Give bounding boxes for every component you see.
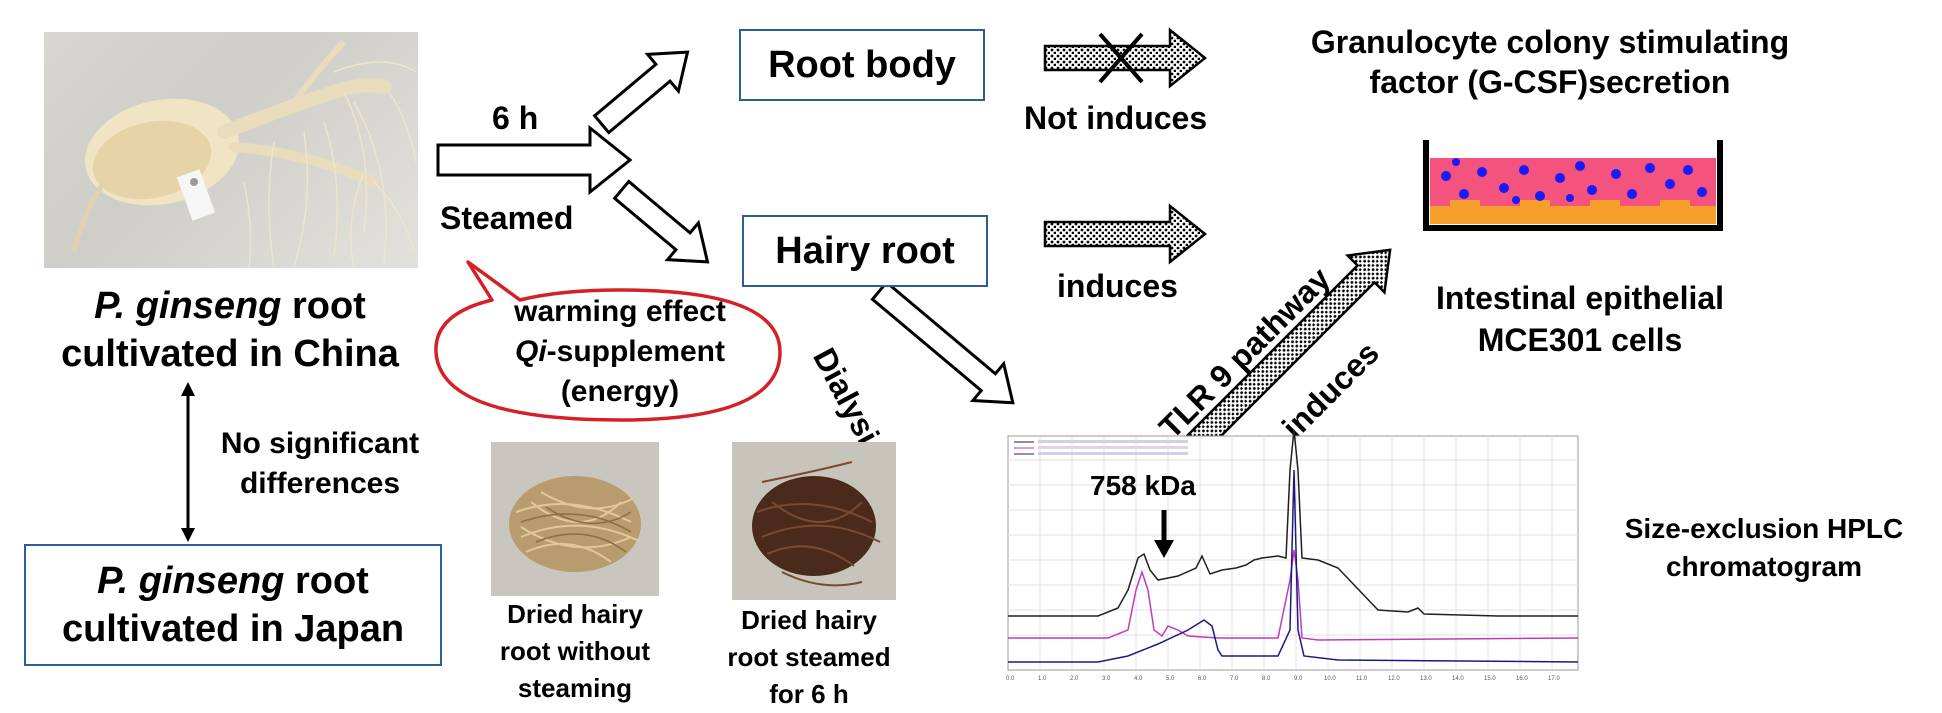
double-arrow-vertical (181, 382, 195, 542)
cells-line2: MCE301 cells (1477, 322, 1683, 358)
dried-steamed-line1: Dried hairy (741, 605, 877, 635)
steamed-label: Steamed (440, 200, 574, 236)
gcsf-label: Granulocyte colony stimulating factor (G… (1270, 22, 1830, 102)
svg-text:14.0: 14.0 (1452, 676, 1464, 682)
cell-culture-well (1423, 140, 1723, 231)
steam-arrow (436, 124, 633, 196)
no-diff-line1: No significant (220, 427, 420, 460)
bubble-line1: warming effect (514, 295, 726, 328)
cross-mark (1098, 32, 1144, 84)
svg-text:1.0: 1.0 (1038, 676, 1047, 682)
chromatogram-legend (1014, 440, 1188, 455)
not-induces-label: Not induces (1024, 100, 1208, 136)
japan-cultivated: cultivated in Japan (61, 608, 405, 650)
dried-root-unsteamed-photo (491, 442, 659, 596)
dried-steamed-label: Dried hairy root steamed for 6 h (698, 602, 920, 713)
svg-text:16.0: 16.0 (1516, 676, 1528, 682)
hairy-root-box: Hairy root (742, 215, 988, 287)
svg-text:17.0: 17.0 (1548, 676, 1560, 682)
svg-text:7.0: 7.0 (1230, 676, 1239, 682)
steam-time-label: 6 h (492, 100, 539, 136)
induces-label: induces (1057, 268, 1178, 304)
japan-root-word: root (284, 560, 369, 602)
dried-steamed-line2: root steamed (727, 642, 891, 672)
cells-label: Intestinal epithelial MCE301 cells (1380, 277, 1780, 361)
trace-magenta (1008, 549, 1579, 641)
svg-text:10.0: 10.0 (1324, 676, 1336, 682)
hplc-chromatogram: 0.0 1.0 2.0 3.0 4.0 5.0 6.0 7.0 8.0 9.0 10.0 11.… (1006, 429, 1579, 682)
dried-root-dark-drawing (752, 461, 881, 587)
gcsf-line1: Granulocyte colony stimulating (1310, 24, 1790, 60)
dried-unsteamed-label: Dried hairy root without steaming (466, 596, 684, 707)
chromatogram-x-ticks: 0.0 1.0 2.0 3.0 4.0 5.0 6.0 7.0 8.0 9.0 10.0 11.… (1006, 676, 1560, 682)
china-root-label: P. ginseng root cultivated in China (20, 282, 440, 378)
arrow-to-hairy-root (612, 179, 710, 264)
dried-root-light-drawing (509, 476, 642, 572)
not-induce-arrow (1043, 27, 1208, 89)
root-body-box: Root body (739, 29, 985, 101)
svg-text:15.0: 15.0 (1484, 676, 1496, 682)
trace-black (1008, 429, 1578, 617)
arrow-to-root-body (592, 50, 690, 135)
svg-text:12.0: 12.0 (1388, 676, 1400, 682)
bubble-text: warming effect Qi-supplement (energy) (470, 292, 770, 412)
induce-arrow (1043, 203, 1208, 265)
svg-text:13.0: 13.0 (1420, 676, 1432, 682)
gcsf-line2: factor (G-CSF)secretion (1369, 64, 1731, 100)
china-root-word: root (281, 285, 366, 327)
dialysis-arrow (870, 280, 1015, 405)
no-difference-label: No significant differences (195, 424, 445, 504)
svg-text:5.0: 5.0 (1166, 676, 1175, 682)
peak-label: 758 kDa (1090, 470, 1196, 501)
svg-text:9.0: 9.0 (1294, 676, 1303, 682)
svg-text:6.0: 6.0 (1198, 676, 1207, 682)
china-species: P. ginseng (94, 285, 282, 327)
root-body-label: Root body (768, 43, 956, 86)
dried-unsteamed-line3: steaming (517, 673, 633, 703)
svg-text:4.0: 4.0 (1134, 676, 1143, 682)
japan-root-box: P. ginseng root cultivated in Japan (24, 544, 442, 666)
svg-text:3.0: 3.0 (1102, 676, 1111, 682)
trace-blue (1008, 469, 1579, 663)
hplc-line1: Size-exclusion HPLC (1624, 513, 1904, 544)
ginseng-root-drawing (71, 39, 417, 268)
hplc-line2: chromatogram (1665, 551, 1863, 582)
dried-root-steamed-photo (732, 442, 896, 600)
svg-text:0.0: 0.0 (1006, 676, 1015, 682)
bubble-qi: Qi (514, 335, 547, 368)
dried-unsteamed-line2: root without (499, 636, 651, 666)
bubble-line3: (energy) (560, 375, 680, 408)
svg-text:8.0: 8.0 (1262, 676, 1271, 682)
dried-unsteamed-line1: Dried hairy (507, 599, 643, 629)
peak-arrow (1154, 510, 1174, 558)
cells-line1: Intestinal epithelial (1435, 280, 1725, 316)
bubble-supplement: -supplement (546, 335, 726, 368)
hplc-label: Size-exclusion HPLC chromatogram (1586, 510, 1942, 586)
china-cultivated: cultivated in China (61, 333, 399, 375)
hairy-root-label: Hairy root (775, 229, 955, 272)
no-diff-line2: differences (239, 467, 401, 500)
ginseng-china-photo (44, 32, 418, 268)
svg-text:11.0: 11.0 (1356, 676, 1368, 682)
chromatogram-grid (1008, 436, 1578, 670)
japan-species: P. ginseng (97, 560, 285, 602)
dried-steamed-line3: for 6 h (769, 679, 849, 709)
svg-text:2.0: 2.0 (1070, 676, 1079, 682)
